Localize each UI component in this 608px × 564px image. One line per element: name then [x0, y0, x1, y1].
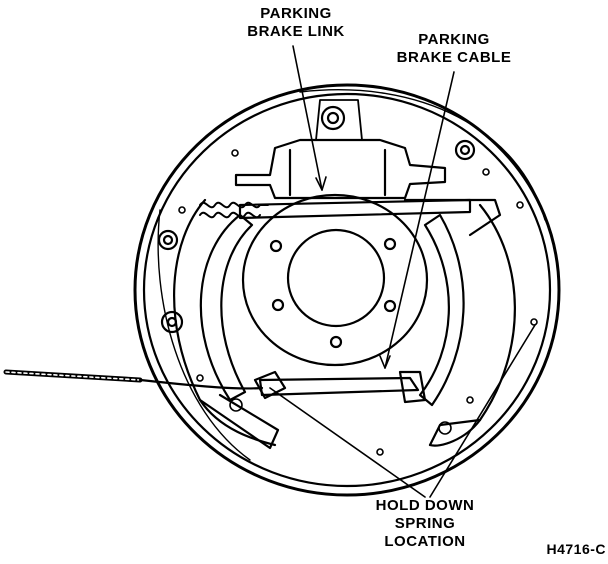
hold-down-label-line-3: LOCATION — [384, 533, 466, 550]
hold-down-spring-location-label: HOLD DOWN SPRING LOCATION — [360, 497, 490, 551]
parking-brake-link-label: PARKING BRAKE LINK — [226, 5, 366, 41]
parking-brake-cable-housing — [3, 369, 264, 390]
hold-down-label-line-2: SPRING — [394, 515, 456, 532]
return-spring — [199, 201, 269, 219]
wheel-cylinder — [234, 99, 447, 200]
backing-plate — [133, 83, 561, 497]
hold-down-pin-lower-left — [160, 310, 184, 334]
parking-brake-link-label-line-2: BRAKE LINK — [247, 23, 345, 40]
parking-brake-cable-label: PARKING BRAKE CABLE — [384, 31, 524, 67]
top-bolt — [320, 105, 346, 131]
hold-down-label-line-1: HOLD DOWN — [375, 497, 475, 514]
axle-flange — [241, 193, 429, 367]
hold-down-pin-left — [157, 229, 179, 251]
right-brake-shoe — [403, 198, 516, 447]
parking-brake-strut — [238, 198, 472, 220]
top-right-bolt — [454, 139, 476, 161]
leader-lines — [269, 45, 536, 498]
plate-holes — [178, 149, 538, 456]
parking-brake-link-label-line-1: PARKING — [260, 5, 332, 22]
parking-brake-cable-label-line-1: PARKING — [418, 31, 490, 48]
parking-brake-cable-label-line-2: BRAKE CABLE — [396, 49, 512, 66]
adjuster-lever — [253, 370, 427, 404]
left-brake-shoe — [173, 198, 280, 450]
part-number: H4716-C — [546, 541, 606, 557]
